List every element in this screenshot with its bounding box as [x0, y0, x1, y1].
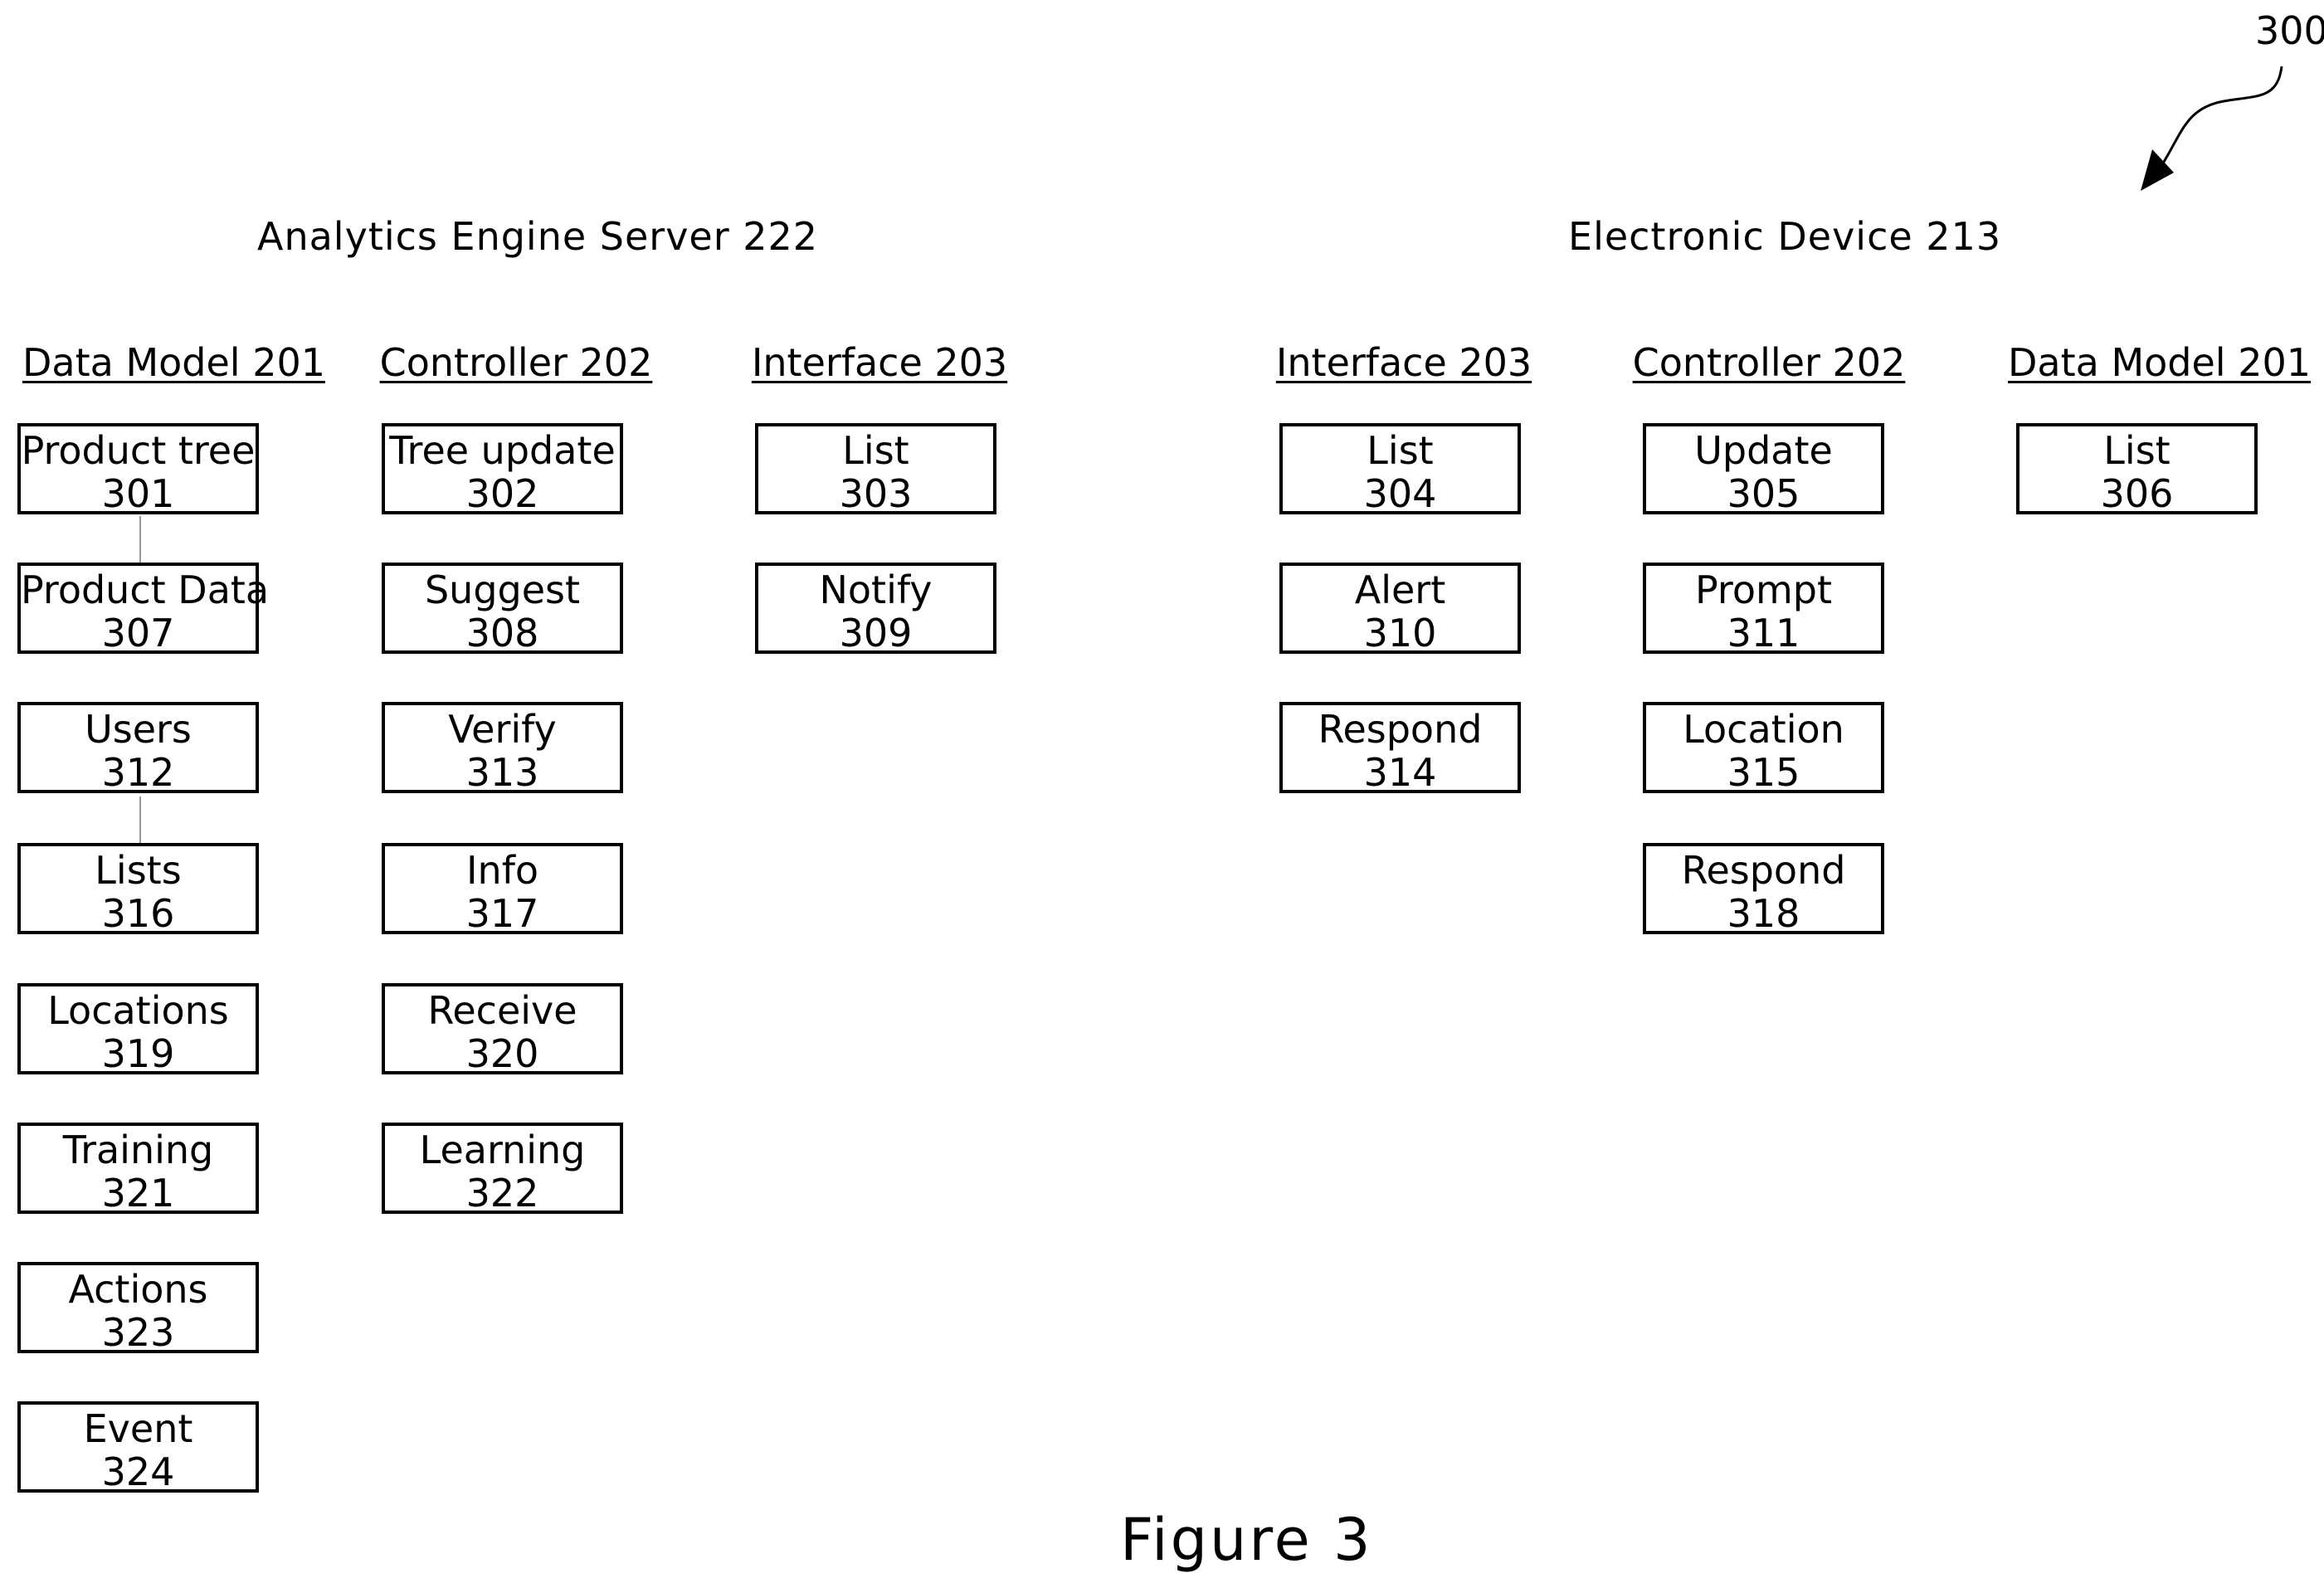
box-label: Info: [385, 849, 620, 892]
box-respond-314: Respond 314: [1279, 702, 1521, 793]
box-suggest: Suggest 308: [382, 563, 623, 654]
box-label: Training: [21, 1128, 256, 1172]
box-number: 314: [1283, 751, 1518, 794]
box-label: Actions: [21, 1268, 256, 1311]
box-number: 308: [385, 611, 620, 655]
box-number: 311: [1646, 611, 1881, 655]
box-event: Event 324: [17, 1401, 259, 1493]
box-location: Location 315: [1643, 702, 1884, 793]
box-number: 323: [21, 1311, 256, 1354]
box-label: Respond: [1646, 849, 1881, 892]
box-number: 310: [1283, 611, 1518, 655]
box-number: 316: [21, 892, 256, 935]
box-label: Tree update: [385, 429, 620, 472]
box-list-303: List 303: [755, 423, 996, 514]
box-number: 322: [385, 1172, 620, 1215]
box-number: 312: [21, 751, 256, 794]
box-label: Locations: [21, 989, 256, 1032]
box-label: Prompt: [1646, 568, 1881, 611]
column-header-left-interface: Interface 203: [730, 340, 1029, 385]
column-header-left-data-model: Data Model 201: [22, 340, 321, 385]
box-number: 319: [21, 1032, 256, 1075]
box-number: 306: [2019, 472, 2254, 515]
column-header-right-data-model: Data Model 201: [2008, 340, 2307, 385]
box-label: Update: [1646, 429, 1881, 472]
box-info: Info 317: [382, 843, 623, 934]
box-locations: Locations 319: [17, 983, 259, 1074]
box-label: Verify: [385, 708, 620, 751]
box-users: Users 312: [17, 702, 259, 793]
box-number: 317: [385, 892, 620, 935]
box-number: 303: [758, 472, 993, 515]
box-respond-318: Respond 318: [1643, 843, 1884, 934]
box-label: Alert: [1283, 568, 1518, 611]
connector-312-316: [139, 796, 141, 845]
box-actions: Actions 323: [17, 1262, 259, 1353]
figure-caption: Figure 3: [1120, 1506, 1373, 1574]
box-number: 305: [1646, 472, 1881, 515]
box-product-data: Product Data 307: [17, 563, 259, 654]
box-number: 302: [385, 472, 620, 515]
column-header-left-controller: Controller 202: [367, 340, 665, 385]
box-label: Product Data: [21, 568, 256, 611]
box-learning: Learning 322: [382, 1123, 623, 1214]
box-label: Respond: [1283, 708, 1518, 751]
box-list-306: List 306: [2016, 423, 2258, 514]
box-label: List: [1283, 429, 1518, 472]
box-product-tree: Product tree 301: [17, 423, 259, 514]
section-title-analytics-engine-server: Analytics Engine Server 222: [257, 214, 818, 259]
box-number: 321: [21, 1172, 256, 1215]
column-header-right-controller: Controller 202: [1620, 340, 1918, 385]
box-number: 318: [1646, 892, 1881, 935]
box-label: Suggest: [385, 568, 620, 611]
box-number: 313: [385, 751, 620, 794]
box-lists: Lists 316: [17, 843, 259, 934]
box-training: Training 321: [17, 1123, 259, 1214]
box-label: Event: [21, 1407, 256, 1450]
box-label: Users: [21, 708, 256, 751]
figure-reference-number: 300: [2255, 8, 2324, 53]
box-number: 324: [21, 1450, 256, 1493]
box-label: Lists: [21, 849, 256, 892]
box-number: 309: [758, 611, 993, 655]
box-number: 315: [1646, 751, 1881, 794]
box-label: List: [2019, 429, 2254, 472]
box-label: Product tree: [21, 429, 256, 472]
box-label: Receive: [385, 989, 620, 1032]
box-notify: Notify 309: [755, 563, 996, 654]
connector-301-307: [139, 516, 141, 564]
reference-arrow: [2124, 50, 2290, 241]
box-label: List: [758, 429, 993, 472]
box-verify: Verify 313: [382, 702, 623, 793]
box-alert: Alert 310: [1279, 563, 1521, 654]
box-number: 301: [21, 472, 256, 515]
box-update: Update 305: [1643, 423, 1884, 514]
section-title-electronic-device: Electronic Device 213: [1568, 214, 2001, 259]
box-label: Location: [1646, 708, 1881, 751]
box-prompt: Prompt 311: [1643, 563, 1884, 654]
box-label: Notify: [758, 568, 993, 611]
box-number: 320: [385, 1032, 620, 1075]
box-receive: Receive 320: [382, 983, 623, 1074]
box-tree-update: Tree update 302: [382, 423, 623, 514]
box-number: 307: [21, 611, 256, 655]
box-label: Learning: [385, 1128, 620, 1172]
box-number: 304: [1283, 472, 1518, 515]
box-list-304: List 304: [1279, 423, 1521, 514]
column-header-right-interface: Interface 203: [1255, 340, 1553, 385]
